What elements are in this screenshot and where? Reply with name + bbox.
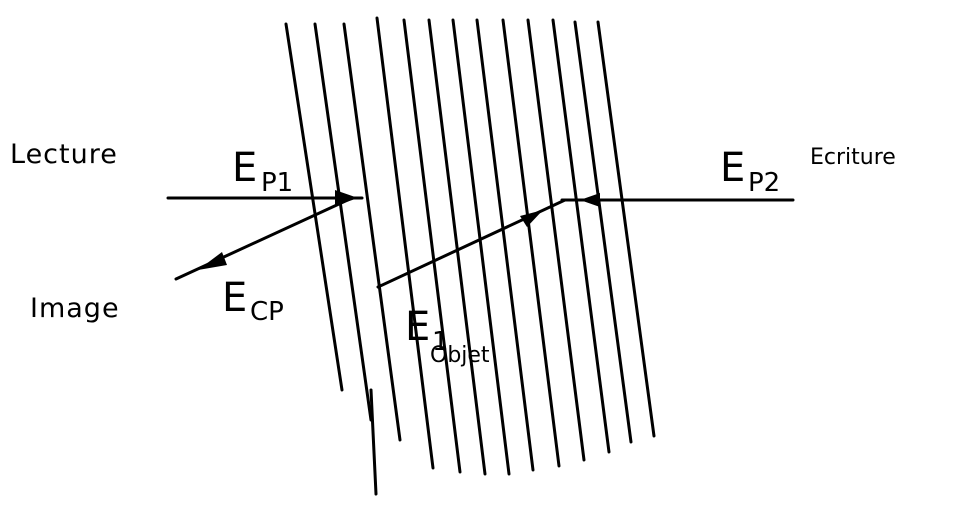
fringe-line-8 <box>475 18 535 472</box>
arrowhead-ep1 <box>335 190 358 206</box>
arrowhead-ecp <box>198 252 227 270</box>
arrowhead-e1 <box>520 210 543 227</box>
symbol-ecp-base: E <box>222 275 247 321</box>
fringe-line-6 <box>427 18 487 476</box>
symbol-ep1-sub: P1 <box>261 168 293 198</box>
symbol-ep1-base: E <box>232 145 257 191</box>
fringe-line-14 <box>369 388 378 496</box>
label-image: Image <box>30 293 120 324</box>
fringe-line-2 <box>313 22 373 422</box>
label-ecriture: Ecriture <box>810 145 896 170</box>
symbol-ecp-sub: CP <box>250 297 284 327</box>
symbol-ep2-sub: P2 <box>748 168 780 198</box>
arrowhead-ep2 <box>580 193 600 207</box>
fringe-line-13 <box>596 20 656 438</box>
fringe-line-4 <box>375 16 435 470</box>
symbol-e1-sub: 1 <box>432 327 449 357</box>
fringe-line-5 <box>402 18 462 474</box>
fringe-line-11 <box>551 18 611 454</box>
label-objet: Objet <box>430 343 490 368</box>
fringe-line-12 <box>573 20 633 444</box>
fringe-line-1 <box>284 22 344 392</box>
arrowheads <box>198 190 600 270</box>
symbol-e1-base: E <box>405 304 430 350</box>
symbol-ep2-base: E <box>720 145 745 191</box>
fringe-line-9 <box>501 18 561 468</box>
label-lecture: Lecture <box>10 139 118 170</box>
fringe-line-3 <box>342 22 402 442</box>
fringe-line-7 <box>451 18 511 476</box>
fringe-line-10 <box>526 18 586 462</box>
fringe-planes <box>284 16 656 496</box>
